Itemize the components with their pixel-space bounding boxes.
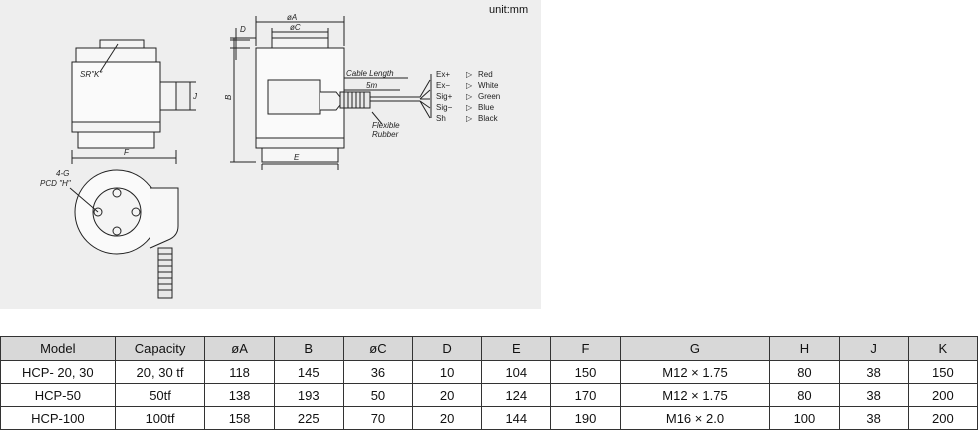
wire-signal: Ex− xyxy=(436,81,450,90)
cable-length-label: Cable Length xyxy=(346,69,394,78)
wire-color: Red xyxy=(478,70,493,79)
table-cell: 80 xyxy=(769,383,840,407)
column-header: B xyxy=(273,336,344,361)
table-cell: 50 xyxy=(342,383,414,407)
column-header: øC xyxy=(342,336,414,361)
column-header: J xyxy=(838,336,909,361)
arrow-icon: ▷ xyxy=(466,103,473,112)
spec-table: Model Capacity øA B øC D E F G H J K HCP… xyxy=(0,336,979,430)
column-header: G xyxy=(619,336,771,361)
table-cell: 200 xyxy=(907,406,979,430)
top-view xyxy=(69,169,179,299)
table-row: HCP- 20, 30 20, 30 tf 118 145 36 10 104 … xyxy=(0,360,979,384)
table-cell: 150 xyxy=(550,360,621,384)
table-cell: 38 xyxy=(838,383,909,407)
dim-e: E xyxy=(294,153,300,162)
wire-legend: Ex+ ▷ Red Ex− ▷ White Sig+ ▷ Green Sig− … xyxy=(430,70,500,123)
dim-phi-c: øC xyxy=(290,23,301,32)
arrow-icon: ▷ xyxy=(466,92,473,101)
table-cell: 20 xyxy=(412,406,483,430)
wire-signal: Sig− xyxy=(436,103,453,112)
dim-phi-a: øA xyxy=(287,13,297,22)
dim-g: 4-G xyxy=(56,169,69,178)
wire-color: Blue xyxy=(478,103,495,112)
column-header: H xyxy=(769,336,840,361)
table-cell: M12 × 1.75 xyxy=(619,360,771,384)
dim-pcd: PCD "H" xyxy=(40,179,72,188)
table-cell: 104 xyxy=(481,360,552,384)
table-cell: 100 xyxy=(769,406,840,430)
wire-color: Black xyxy=(478,114,499,123)
table-cell: 20 xyxy=(412,383,483,407)
table-cell: 200 xyxy=(907,383,979,407)
table-cell: 38 xyxy=(838,406,909,430)
table-cell: 144 xyxy=(481,406,552,430)
wire-signal: Ex+ xyxy=(436,70,450,79)
table-cell: HCP-50 xyxy=(0,383,116,407)
technical-drawing: SR"K" F J xyxy=(0,0,541,309)
table-cell: 170 xyxy=(550,383,621,407)
dim-d: D xyxy=(240,25,246,34)
table-cell: M12 × 1.75 xyxy=(619,383,771,407)
table-cell: 20, 30 tf xyxy=(114,360,206,384)
table-header-row: Model Capacity øA B øC D E F G H J K xyxy=(0,336,979,361)
table-cell: 70 xyxy=(342,406,414,430)
table-cell: 100tf xyxy=(114,406,206,430)
side-view-left xyxy=(71,39,196,164)
dim-b: B xyxy=(224,94,233,100)
table-cell: 124 xyxy=(481,383,552,407)
flexible-rubber-label-1: Flexible xyxy=(372,121,400,130)
column-header: øA xyxy=(204,336,275,361)
front-view xyxy=(230,16,431,170)
column-header: K xyxy=(907,336,979,361)
table-cell: 225 xyxy=(273,406,344,430)
table-cell: 145 xyxy=(273,360,344,384)
wire-color: White xyxy=(478,81,499,90)
column-header: Capacity xyxy=(114,336,206,361)
table-cell: 150 xyxy=(907,360,979,384)
table-cell: 158 xyxy=(204,406,275,430)
drawing-svg: SR"K" F J xyxy=(40,13,500,299)
table-row: HCP-100 100tf 158 225 70 20 144 190 M16 … xyxy=(0,406,979,430)
dim-f: F xyxy=(124,148,130,157)
table-cell: HCP-100 xyxy=(0,406,116,430)
cable-length-value: 5m xyxy=(366,81,377,90)
table-cell: HCP- 20, 30 xyxy=(0,360,116,384)
column-header: F xyxy=(550,336,621,361)
table-cell: 193 xyxy=(273,383,344,407)
table-cell: 50tf xyxy=(114,383,206,407)
table-cell: 38 xyxy=(838,360,909,384)
unit-label: unit:mm xyxy=(489,4,529,16)
table-row: HCP-50 50tf 138 193 50 20 124 170 M12 × … xyxy=(0,383,979,407)
wire-signal: Sh xyxy=(436,114,446,123)
wire-signal: Sig+ xyxy=(436,92,453,101)
table-cell: 36 xyxy=(342,360,414,384)
arrow-icon: ▷ xyxy=(466,70,473,79)
dim-sr-k: SR"K" xyxy=(80,70,103,79)
column-header: E xyxy=(481,336,552,361)
dim-j: J xyxy=(192,92,198,101)
table-cell: 118 xyxy=(204,360,275,384)
wire-color: Green xyxy=(478,92,500,101)
flexible-rubber-label-2: Rubber xyxy=(372,130,399,139)
table-cell: 10 xyxy=(412,360,483,384)
column-header: D xyxy=(412,336,483,361)
table-cell: 80 xyxy=(769,360,840,384)
table-cell: M16 × 2.0 xyxy=(619,406,771,430)
table-cell: 138 xyxy=(204,383,275,407)
arrow-icon: ▷ xyxy=(466,114,473,123)
column-header: Model xyxy=(0,336,116,361)
table-cell: 190 xyxy=(550,406,621,430)
arrow-icon: ▷ xyxy=(466,81,473,90)
